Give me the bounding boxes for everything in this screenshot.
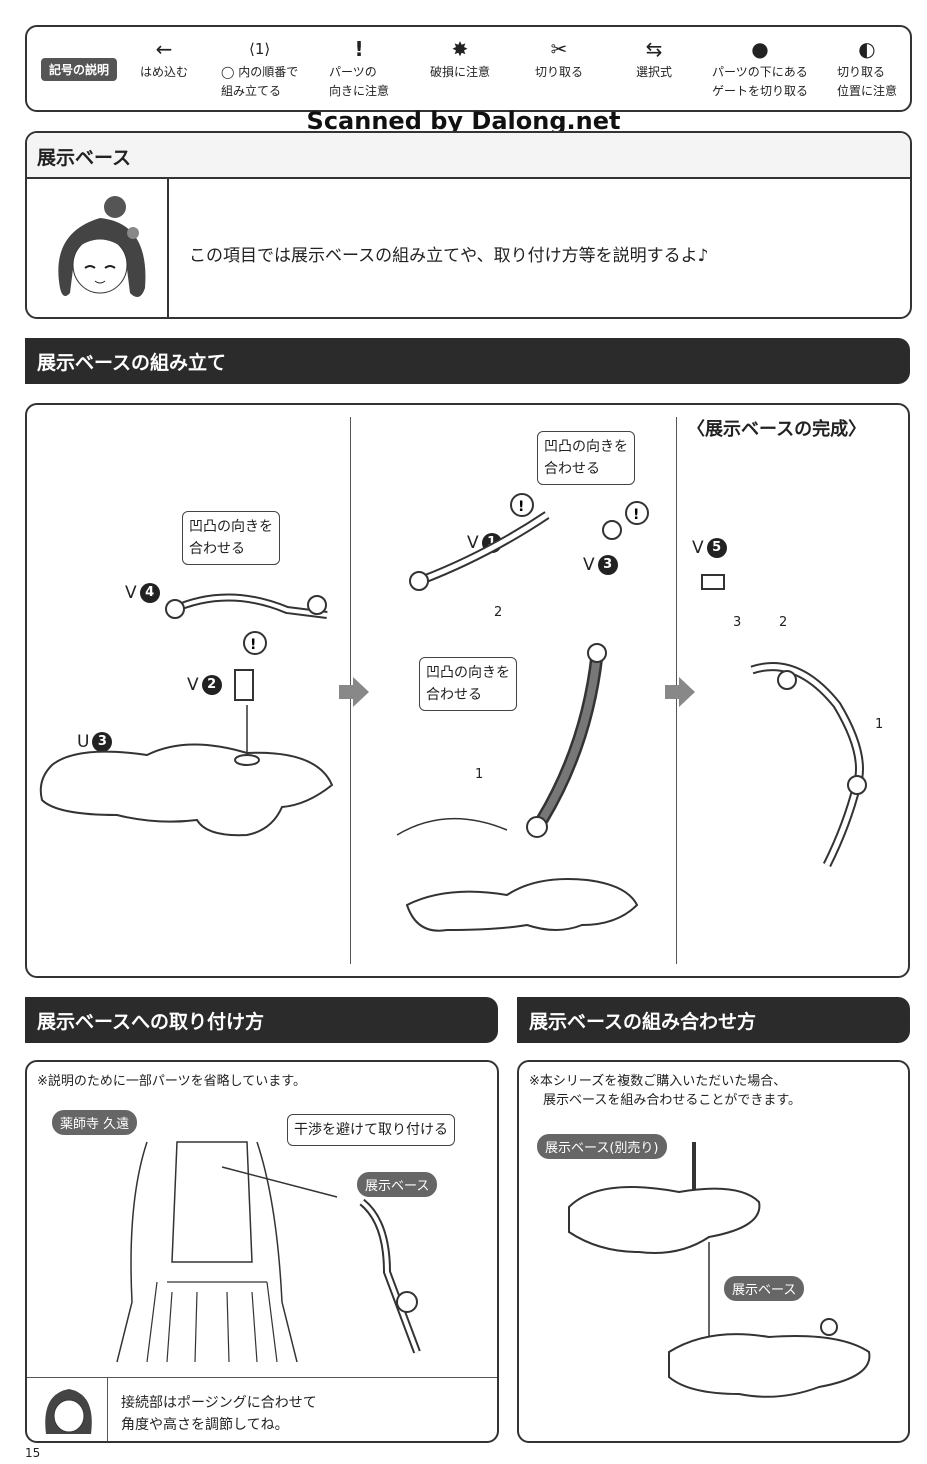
display-base-badge: 展示ベース [724, 1276, 805, 1301]
divider [27, 1377, 497, 1378]
align-callout-top: 凹凸の向きを合わせる [537, 431, 635, 485]
svg-text:!: ! [518, 499, 524, 515]
panel2-illustration: ! ! [396, 493, 649, 932]
legend-item-optional: ⇆選択式 [636, 37, 673, 79]
next-step-arrow-icon [339, 677, 369, 707]
assembly-title: 展示ベースの組み立て [25, 338, 910, 384]
display-base-badge: 展示ベース [357, 1172, 438, 1197]
mascot-avatar-small [45, 1389, 92, 1434]
step-2: 2 [494, 605, 503, 620]
legend-title: 記号の説明 [41, 58, 118, 81]
cut-position-icon: ◐ [858, 37, 876, 61]
intro-title: 展示ベース [27, 133, 910, 179]
svg-text:!: ! [633, 507, 639, 523]
attach-section: ※説明のために一部パーツを省略しています。 薬師寺 久遠 干渉を避けて取り付ける… [25, 1060, 499, 1443]
divider [167, 179, 169, 317]
intro-text: この項目では展示ベースの組み立てや、取り付け方等を説明するよ♪ [189, 246, 709, 266]
character-name-badge: 薬師寺 久遠 [52, 1110, 138, 1135]
attach-note: ※説明のために一部パーツを省略しています。 [37, 1074, 306, 1089]
sold-separately-badge: 展示ベース(別売り) [537, 1134, 667, 1159]
figure-illustration [116, 1141, 421, 1363]
combine-section: ※本シリーズを複数ご購入いただいた場合、展示ベースを組み合わせることができます。… [517, 1060, 910, 1443]
legend-item-press-in: ←はめ込む [140, 37, 189, 79]
exclamation-icon: ! [354, 37, 364, 61]
combine-title: 展示ベースの組み合わせ方 [517, 997, 910, 1043]
gate-cut-icon: ● [751, 37, 769, 61]
align-callout-mid: 凹凸の向きを合わせる [419, 657, 517, 711]
legend-item-order: ⟨1⟩◯ 内の順番で組み立てる [221, 35, 298, 101]
panel3-illustration [701, 574, 867, 868]
page-number: 15 [25, 1446, 41, 1460]
attach-title: 展示ベースへの取り付け方 [25, 997, 498, 1043]
step-2: 2 [779, 615, 788, 630]
step-3: 3 [733, 615, 742, 630]
hexagon-number-icon: ⟨1⟩ [249, 40, 271, 58]
combine-illustration [568, 1142, 871, 1398]
divider [107, 1377, 108, 1441]
symbol-legend: 記号の説明 ←はめ込む ⟨1⟩◯ 内の順番で組み立てる !パーツの向きに注意 ✸… [25, 25, 912, 112]
mascot-avatar [58, 196, 146, 297]
watermark: Scanned by Dalong.net [306, 107, 621, 135]
tip-text: 接続部はポージングに合わせて角度や高さを調節してね。 [121, 1395, 317, 1433]
legend-item-orientation: !パーツの向きに注意 [329, 37, 390, 98]
legend-item-cut: ✂切り取る [535, 37, 584, 79]
combine-note: ※本シリーズを複数ご購入いただいた場合、展示ベースを組み合わせることができます。 [529, 1074, 802, 1108]
cut-icon: ✂ [550, 37, 568, 61]
legend-item-gate-cut: ●パーツの下にあるゲートを切り取る [712, 37, 809, 98]
step-1: 1 [875, 717, 884, 732]
avoid-interference-callout: 干渉を避けて取り付ける [287, 1114, 455, 1146]
next-step-arrow-icon [665, 677, 695, 707]
completed-title: 〈展示ベースの完成〉 [687, 419, 867, 440]
legend-item-cut-position: ◐切り取る位置に注意 [837, 37, 898, 98]
legend-item-breakage: ✸破損に注意 [430, 37, 491, 79]
alternate-arrows-icon: ⇆ [645, 37, 663, 61]
arrow-left-icon: ← [155, 37, 173, 61]
step-1: 1 [475, 767, 484, 782]
align-callout: 凹凸の向きを合わせる [182, 511, 280, 565]
panel1-illustration: ! [39, 593, 334, 837]
breakage-icon: ✸ [451, 37, 469, 61]
intro-section: 展示ベース この項目では展示ベースの組み立てや、取り付け方等を説明するよ♪ [25, 131, 912, 319]
svg-text:!: ! [250, 637, 256, 653]
